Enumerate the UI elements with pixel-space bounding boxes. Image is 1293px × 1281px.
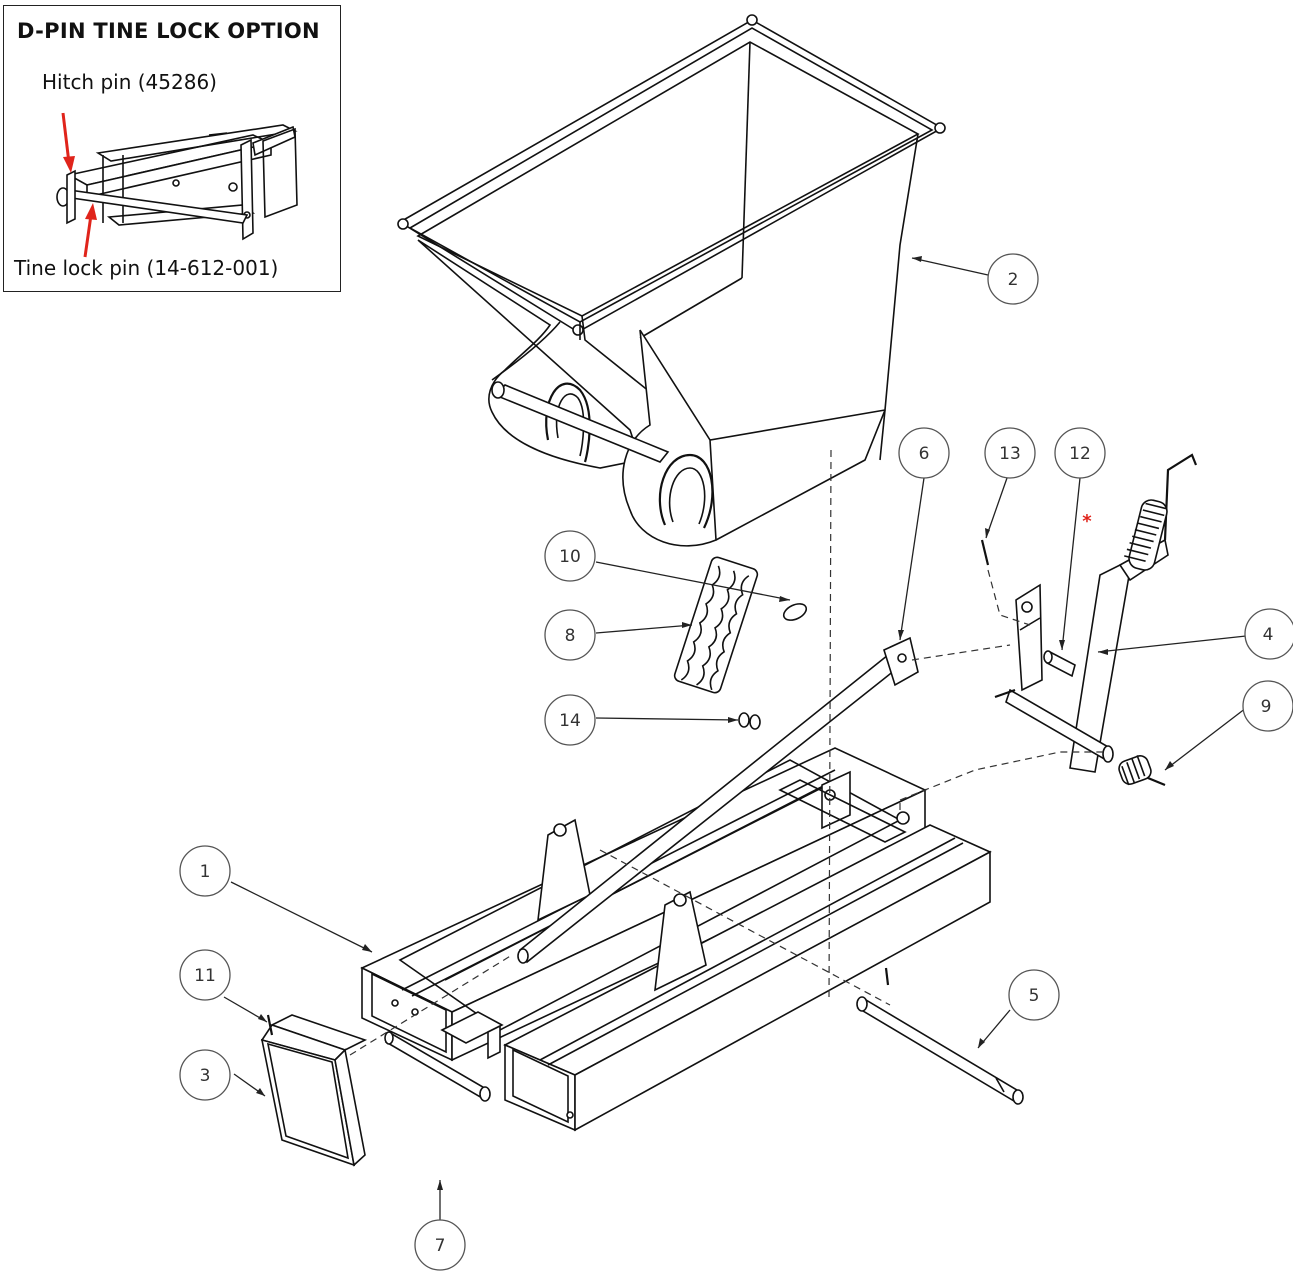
- callout-4-label: 4: [1263, 625, 1274, 645]
- spring: [1118, 755, 1166, 787]
- chain: [673, 556, 759, 694]
- asterisk-mark: *: [1082, 511, 1092, 532]
- callout-8: 8: [544, 609, 596, 661]
- callout-7-label: 7: [435, 1236, 446, 1256]
- callout-11-label: 11: [194, 966, 216, 986]
- callout-6: 6: [898, 427, 950, 479]
- inset-title: D-PIN TINE LOCK OPTION: [17, 19, 320, 43]
- pin-7: [384, 1031, 491, 1102]
- latch-assembly: [980, 453, 1198, 773]
- tine-lock-pin-label: Tine lock pin (14-612-001): [14, 256, 279, 280]
- link-rod: [517, 636, 919, 964]
- callout-4: 4: [1244, 608, 1293, 660]
- callout-5: 5: [1008, 969, 1060, 1021]
- callout-10-label: 10: [559, 547, 581, 567]
- callout-3-label: 3: [200, 1066, 211, 1086]
- callout-9: 9: [1242, 680, 1293, 732]
- callout-9-label: 9: [1261, 697, 1272, 717]
- callout-2: 2: [987, 253, 1039, 305]
- hitch-pin-label: Hitch pin (45286): [42, 70, 217, 94]
- callout-2-label: 2: [1008, 270, 1019, 290]
- callout-1: 1: [179, 845, 231, 897]
- assembly-lines: [349, 449, 1106, 1056]
- plate-3: [260, 1014, 368, 1167]
- inset-drawing: [55, 112, 298, 257]
- cotter-11: [266, 1014, 274, 1036]
- callout-13: 13: [984, 427, 1036, 479]
- base-frame: [360, 747, 992, 1132]
- callout-3: 3: [179, 1049, 231, 1101]
- callout-14: 14: [544, 694, 596, 746]
- callout-6-label: 6: [919, 444, 930, 464]
- callout-14-label: 14: [559, 711, 581, 731]
- callout-5-label: 5: [1029, 986, 1040, 1006]
- callout-12-label: 12: [1069, 444, 1091, 464]
- callout-12: 12: [1054, 427, 1106, 479]
- clip: [738, 712, 761, 730]
- callout-10: 10: [544, 530, 596, 582]
- callout-leaders: [223, 256, 1247, 1220]
- hopper: [397, 14, 946, 547]
- ring: [782, 603, 808, 621]
- pin-5-clip: [884, 967, 890, 986]
- pin-5: [856, 996, 1024, 1105]
- callout-1-label: 1: [200, 862, 211, 882]
- tine-lock-inset: D-PIN TINE LOCK OPTION Hitch pin (45286)…: [3, 5, 341, 292]
- callout-7: 7: [414, 1219, 466, 1271]
- callout-8-label: 8: [565, 626, 576, 646]
- callout-13-label: 13: [999, 444, 1021, 464]
- callout-11: 11: [179, 949, 231, 1001]
